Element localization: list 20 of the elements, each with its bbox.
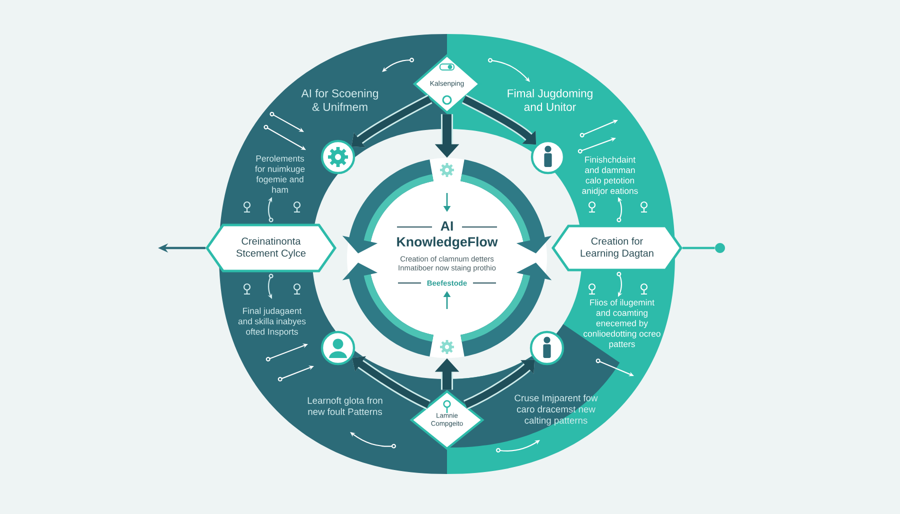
person-icon [530, 330, 564, 366]
hub-title: KnowledgeFlow [397, 236, 498, 250]
block-arrow [462, 94, 536, 145]
segment-text: Perolements for nuimkuge fogemie and ham [255, 155, 305, 193]
block-arrow [352, 94, 432, 148]
segment-heading: Fimal Jugdoming and Unitor [508, 89, 592, 111]
hexagon-box: Creation for Learning Dagtan [551, 224, 683, 272]
person-icon [530, 140, 566, 174]
segment-heading: AI for Scoening & Unifmem [301, 89, 378, 111]
end-dot [715, 243, 725, 253]
segment-text: Final judagaent and skilla inabyes ofted Insports [238, 308, 306, 336]
block-arrow [463, 360, 535, 410]
connector-line [682, 246, 715, 250]
person-icon [320, 330, 356, 366]
segment-text: Finishchdaint and damman calo petotion anidjor eations [582, 156, 638, 196]
gear-icon [320, 140, 356, 174]
segment-text: Flios of ilugemint and coamting enecemed by conlioedotting ocreo patters [584, 299, 660, 349]
segment-text: Learnoft glota fron new foult Patterns [308, 396, 382, 416]
hub-heading: AI [440, 221, 453, 231]
segment-text: Cruse Imjparent fow caro dracemst new calting patterns [514, 394, 598, 426]
